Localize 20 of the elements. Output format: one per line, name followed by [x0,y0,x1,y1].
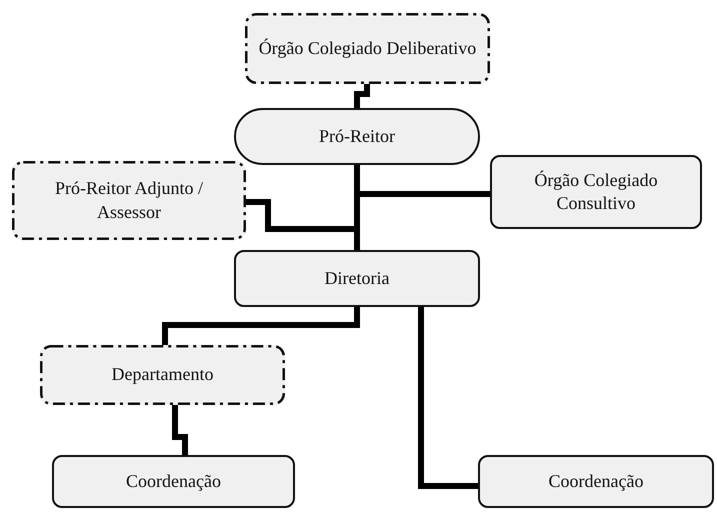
connector-line [172,405,188,455]
dashed-box [40,345,285,405]
dashed-box [245,13,490,84]
rounded-box [478,455,714,508]
node-label: Pró-Reitor [319,124,395,148]
rounded-box [234,108,480,165]
node-label: Órgão Colegiado Consultivo [533,168,659,215]
connector-line [162,307,360,345]
connector-line [418,307,478,489]
node-label: Coordenação [548,470,644,493]
node-label: Diretoria [324,266,390,290]
node-label: Pró-Reitor Adjunto / Assessor [54,177,204,224]
dashed-box [12,161,246,240]
rounded-box [234,250,480,307]
rounded-box [490,155,702,229]
connector-line [354,84,370,108]
rounded-box [52,455,295,508]
node-label: Órgão Colegiado Deliberativo [258,36,476,60]
node-label: Coordenação [126,470,221,493]
node-label: Departamento [112,363,214,386]
